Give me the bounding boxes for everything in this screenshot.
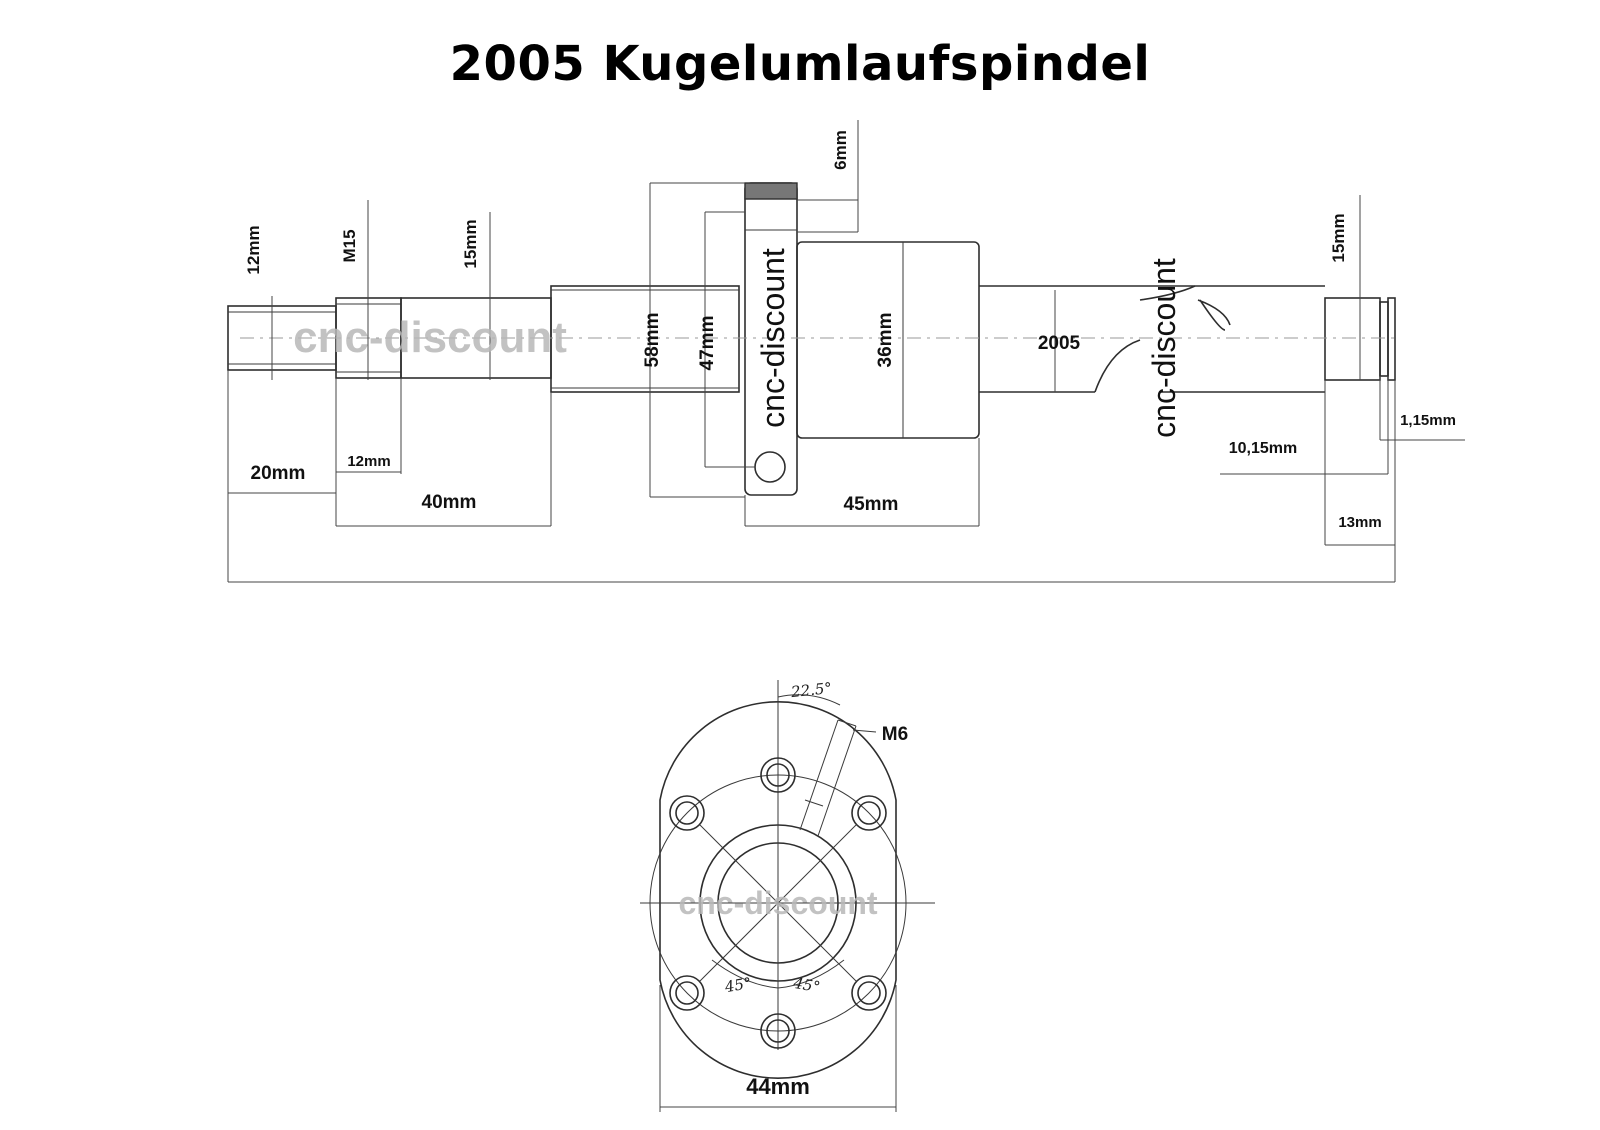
angle-arc-top: [777, 694, 841, 706]
dim-l1015: 10,15mm: [1229, 440, 1298, 457]
dim-d15-right: 15mm: [1329, 213, 1348, 262]
dim-l45: 45mm: [844, 494, 899, 515]
screw-shaft-left: [550, 285, 740, 393]
journal-end: [1387, 297, 1396, 381]
angle-top-label: 22.5°: [789, 679, 833, 701]
nut-body: [796, 241, 980, 439]
dim-d12: 12mm: [244, 225, 263, 274]
bolt-hole: [760, 757, 796, 793]
bolt-hole: [669, 795, 705, 831]
watermark-flange: cnc-discount: [755, 248, 791, 428]
watermark-front: cnc-discount: [678, 885, 877, 921]
thread-label: M6: [882, 724, 908, 745]
lube-port: [799, 719, 877, 837]
bolt-hole: [851, 975, 887, 1011]
nut-front-view: cnc-discount 22.5° M6 45° 45° 44mm: [640, 679, 935, 1112]
dim-t6: 6mm: [831, 130, 850, 170]
dim-l20: 20mm: [251, 463, 306, 484]
dim-d47: 47mm: [697, 316, 718, 371]
bolt-hole: [851, 795, 887, 831]
dim-d15-left: 15mm: [461, 219, 480, 268]
dim-m15: M15: [340, 229, 359, 262]
bolt-hole: [669, 975, 705, 1011]
dim-g115: 1,15mm: [1400, 412, 1456, 429]
drawing-title: 2005 Kugelumlaufspindel: [449, 36, 1151, 92]
dim-l12: 12mm: [347, 453, 390, 470]
angle-right-label: 45°: [791, 974, 821, 997]
flange-hole: [754, 451, 786, 483]
break-line: [1094, 285, 1231, 393]
watermark-side: cnc-discount: [293, 313, 567, 362]
journal-right: [1324, 297, 1381, 381]
dim-d58: 58mm: [642, 313, 663, 368]
screw-shaft-right: [979, 285, 1325, 393]
dim-width-44: 44mm: [746, 1074, 810, 1099]
bolt-holes: [669, 757, 887, 1049]
angle-left-label: 45°: [722, 974, 752, 997]
flange-outline: [659, 701, 897, 1079]
circlip-groove: [1379, 301, 1389, 377]
watermark-shaft: cnc-discount: [1146, 258, 1182, 438]
dim-l13: 13mm: [1338, 514, 1381, 531]
angle-arc-bottom: [711, 959, 845, 989]
dim-l40: 40mm: [422, 492, 477, 513]
bolt-hole: [760, 1013, 796, 1049]
spindle-side-view: cnc-discount cnc-discount cnc-discount 1…: [227, 120, 1465, 583]
flange-hatch: [744, 182, 798, 200]
dim-d36: 36mm: [875, 313, 896, 368]
spindle-size: 2005: [1038, 333, 1081, 354]
